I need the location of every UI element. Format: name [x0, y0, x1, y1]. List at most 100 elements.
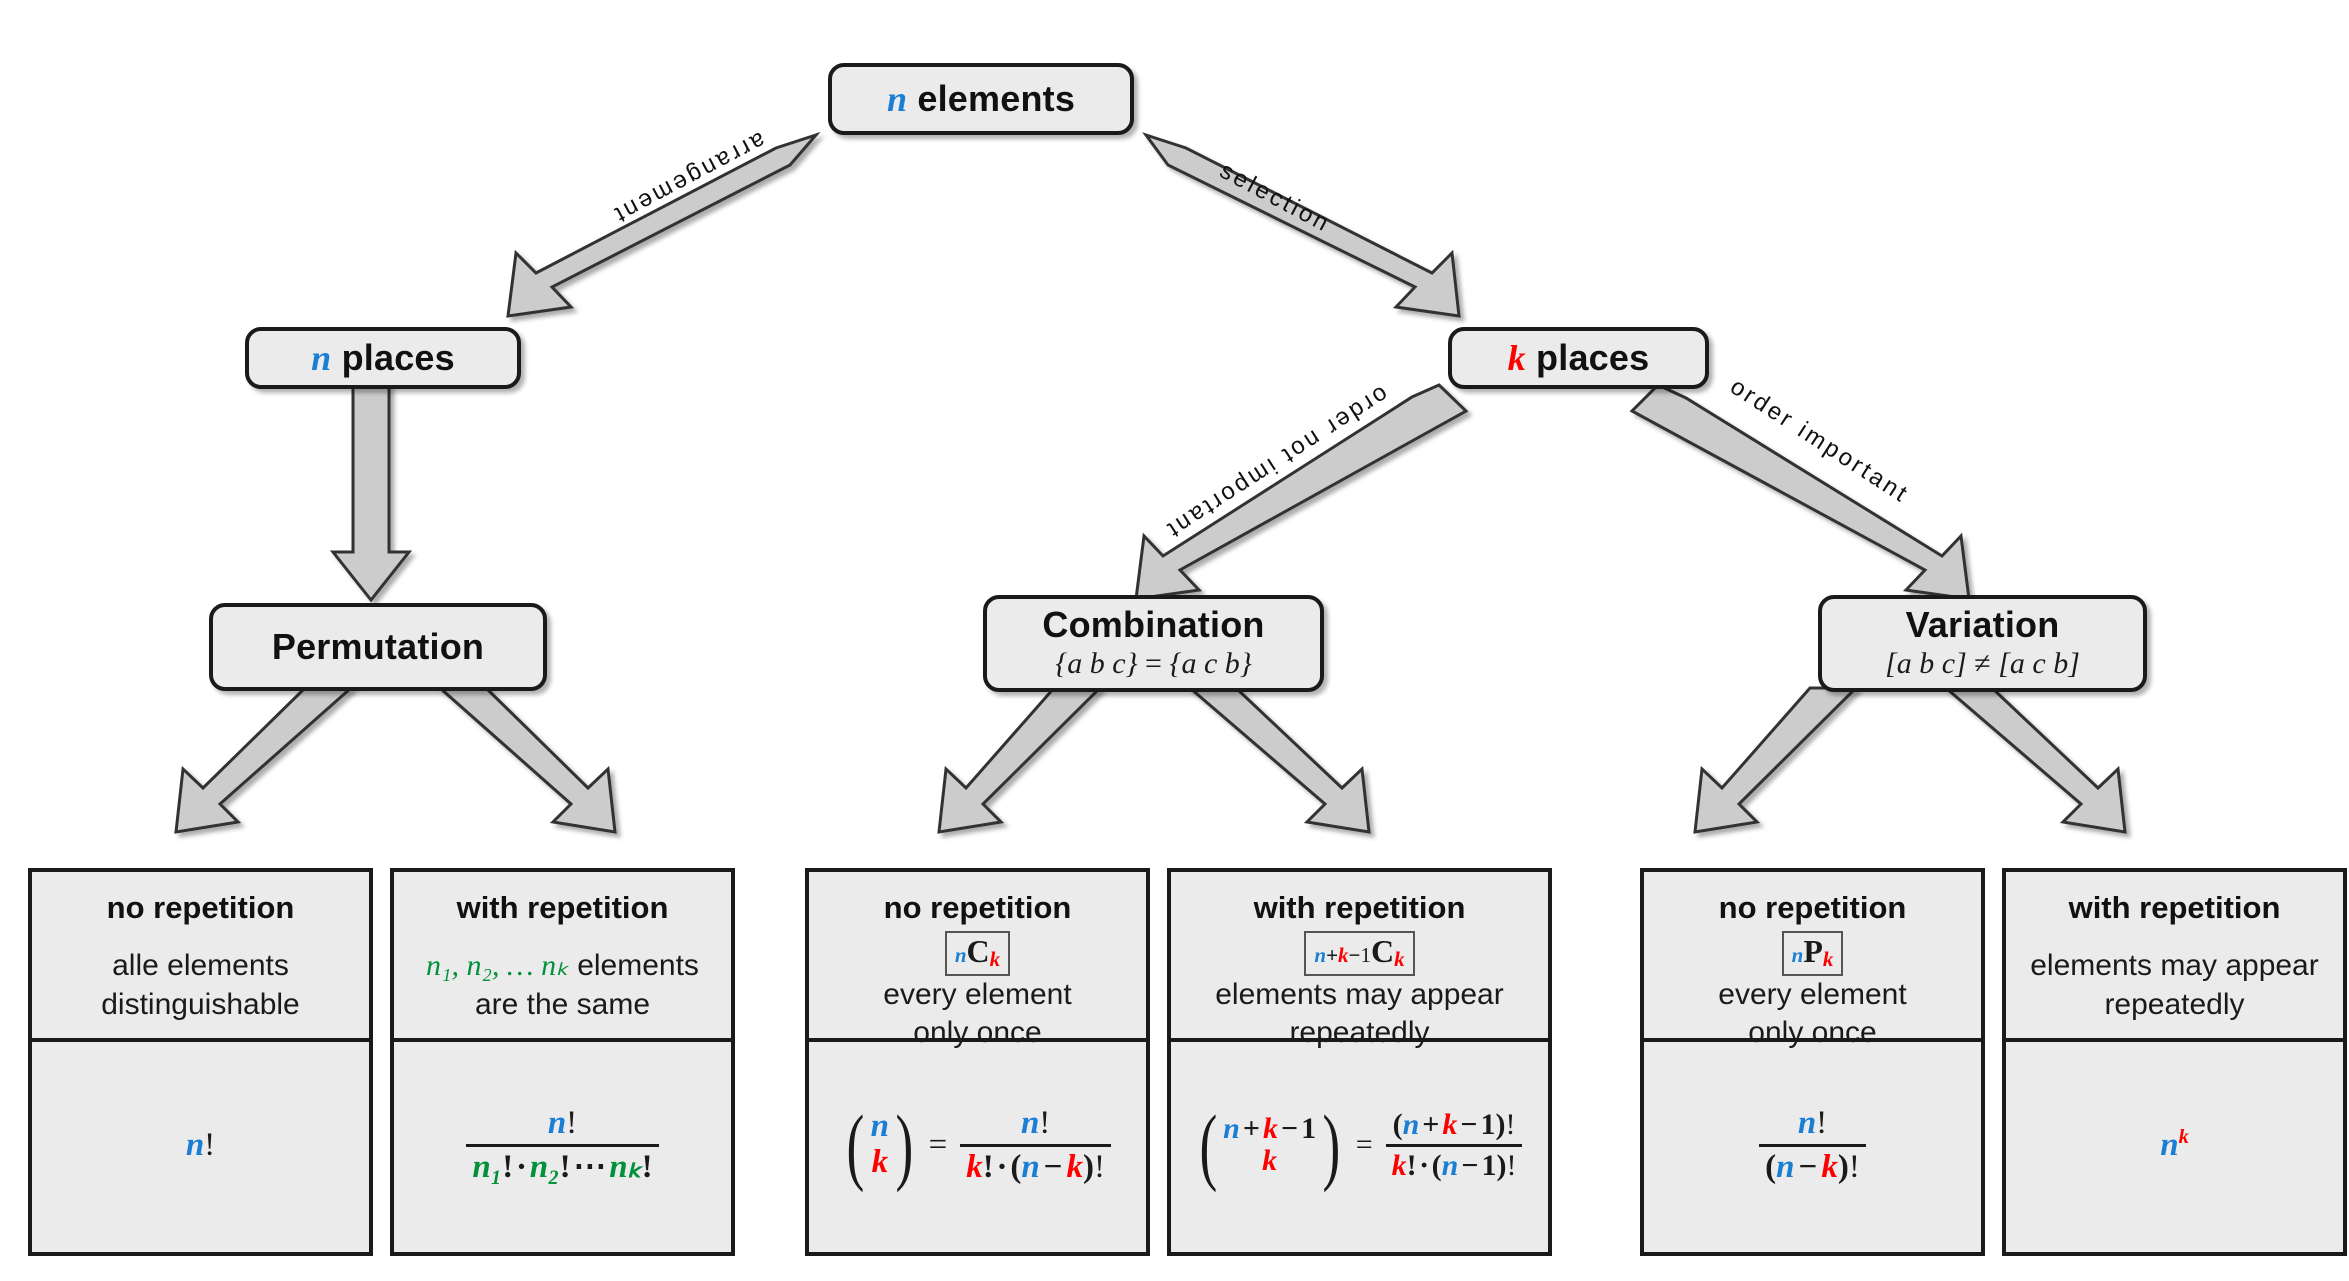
card-combination-no-repetition[interactable]: no repetition nCk every element only onc… — [805, 868, 1150, 1256]
variable-k: k — [966, 1148, 983, 1185]
fraction-numerator: n! — [1015, 1105, 1056, 1144]
variable-n: n — [1314, 942, 1327, 967]
node-permutation[interactable]: Permutation — [209, 603, 547, 691]
dot-operator: · — [1419, 1148, 1430, 1182]
factorial-sign: ! — [982, 1148, 994, 1185]
node-n-places-text: places — [331, 336, 455, 378]
card-heading: with repetition — [2068, 890, 2281, 925]
card-desc-line1: every element — [1718, 977, 1907, 1011]
right-paren: ) — [1322, 1096, 1341, 1193]
node-n-elements-label: n elements — [887, 77, 1076, 120]
binomial-stack: n k — [870, 1109, 890, 1180]
card-desc-line2: repeatedly — [2104, 987, 2245, 1021]
variable-k: k — [1391, 1148, 1407, 1182]
minus-sign: − — [1280, 1111, 1299, 1145]
card-variation-no-repetition[interactable]: no repetition nPk every element only onc… — [1640, 868, 1985, 1256]
variable-n: n — [1797, 1104, 1817, 1141]
card-description: n₁, n₂, … nₖ elements are the same — [418, 947, 707, 1024]
variable-n: n — [1776, 1148, 1795, 1185]
node-combination[interactable]: Combination {a b c} = {a c b} — [983, 595, 1324, 692]
fraction-numerator: (n+k−1)! — [1387, 1108, 1522, 1144]
edge-label-arrangement: arrangement — [608, 126, 770, 230]
card-formula: ( n+k−1 k ) = (n+k−1)! k! · (n−1)! — [1171, 1042, 1548, 1252]
variable-n: n — [1441, 1148, 1459, 1182]
symbol-C: C — [966, 932, 990, 969]
variable-n: n — [870, 1108, 889, 1145]
card-heading: with repetition — [456, 890, 669, 925]
number-one: 1 — [1480, 1107, 1496, 1141]
right-paren: ) — [895, 1096, 914, 1193]
card-desc-line2: only once — [913, 1016, 1042, 1050]
variable-k: k — [1338, 942, 1349, 967]
card-desc-line1-tail: elements — [568, 949, 699, 983]
combination-operator: = — [1137, 647, 1170, 681]
factorial-sign: ! — [1406, 1148, 1417, 1182]
symbol-P: P — [1803, 932, 1823, 969]
card-notation-badge: nPk — [1781, 930, 1844, 976]
fraction-denominator: k! · (n−1)! — [1385, 1143, 1523, 1183]
node-n-places-label: n places — [311, 336, 455, 379]
node-variation-subtext: [a b c] ≠ [a c b] — [1885, 647, 2080, 682]
fraction: n! (n−k)! — [1759, 1105, 1866, 1186]
right-paren: ) — [1495, 1107, 1506, 1141]
card-description: alle elements distinguishable — [93, 947, 307, 1024]
factorial-sign: ! — [1816, 1104, 1828, 1141]
node-variation[interactable]: Variation [a b c] ≠ [a c b] — [1818, 595, 2147, 692]
fraction-denominator: (n−k)! — [1759, 1143, 1866, 1186]
variation-seq-right: [a c b] — [1998, 647, 2080, 681]
plus-sign: + — [1242, 1111, 1260, 1145]
node-n-elements[interactable]: n elements — [828, 63, 1134, 135]
arrow-k-places-to-combination — [1134, 383, 1469, 601]
card-variation-with-repetition[interactable]: with repetition elements may appear repe… — [2002, 868, 2347, 1256]
card-formula: n! n₁! · n₂! ⋯ nₖ! — [394, 1042, 731, 1252]
variable-n: n — [1402, 1107, 1420, 1141]
factorial-sign: ! — [1848, 1148, 1860, 1185]
card-notation-badge: n+k−1Ck — [1304, 930, 1415, 976]
factorial-sign: ! — [559, 1148, 571, 1185]
card-desc-math: n₁, n₂, … nₖ — [426, 949, 569, 983]
variable-n: n — [185, 1126, 205, 1163]
card-permutation-no-repetition[interactable]: no repetition alle elements distinguisha… — [28, 868, 373, 1256]
node-k-places-text: places — [1525, 336, 1650, 378]
variable-k: k — [1066, 1148, 1083, 1185]
card-formula: n! — [32, 1042, 369, 1252]
card-permutation-with-repetition[interactable]: with repetition n₁, n₂, … nₖ elements ar… — [390, 868, 735, 1256]
node-n-places[interactable]: n places — [245, 327, 521, 389]
node-n-elements-text: elements — [907, 77, 1076, 119]
variable-n2: n₂ — [529, 1148, 560, 1185]
dot-operator: · — [516, 1148, 528, 1185]
variable-k: k — [1262, 1143, 1278, 1177]
node-combination-label: Combination — [1042, 604, 1265, 646]
node-variation-label: Variation — [1905, 604, 2060, 646]
symbol-C: C — [1371, 932, 1395, 969]
left-paren: ( — [1431, 1148, 1442, 1182]
combination-set-right: {a c b} — [1169, 647, 1252, 681]
factorial-sign: ! — [1506, 1148, 1517, 1182]
left-paren: ( — [1765, 1148, 1777, 1185]
factorial-sign: ! — [204, 1126, 216, 1163]
variable-k: k — [871, 1144, 889, 1180]
equals-sign: = — [928, 1126, 948, 1163]
arrow-combination-to-card4 — [1185, 686, 1371, 834]
combination-set-left: {a b c} — [1055, 647, 1138, 681]
variable-k: k — [1822, 946, 1834, 971]
card-formula: nk — [2006, 1042, 2343, 1252]
variable-n: n — [547, 1104, 567, 1141]
arrow-permutation-to-card2 — [436, 686, 617, 834]
fraction: n! k! · (n−k)! — [960, 1105, 1111, 1186]
arrow-n-places-to-permutation — [329, 383, 413, 603]
card-combination-with-repetition[interactable]: with repetition n+k−1Ck elements may app… — [1167, 868, 1552, 1256]
variation-operator: ≠ — [1966, 647, 1999, 681]
card-upper: no repetition alle elements distinguisha… — [32, 872, 369, 1042]
minus-sign: − — [1798, 1148, 1818, 1185]
variable-k: k — [989, 946, 1001, 971]
node-k-places-label: k places — [1508, 336, 1650, 379]
node-k-places[interactable]: k places — [1448, 327, 1709, 389]
variable-n: n — [1020, 1104, 1040, 1141]
left-paren: ( — [1010, 1148, 1022, 1185]
fraction-numerator: n! — [542, 1105, 583, 1144]
right-paren: ) — [1837, 1148, 1849, 1185]
card-desc-line2: are the same — [474, 987, 651, 1021]
fraction-denominator: n₁! · n₂! ⋯ nₖ! — [466, 1143, 659, 1186]
